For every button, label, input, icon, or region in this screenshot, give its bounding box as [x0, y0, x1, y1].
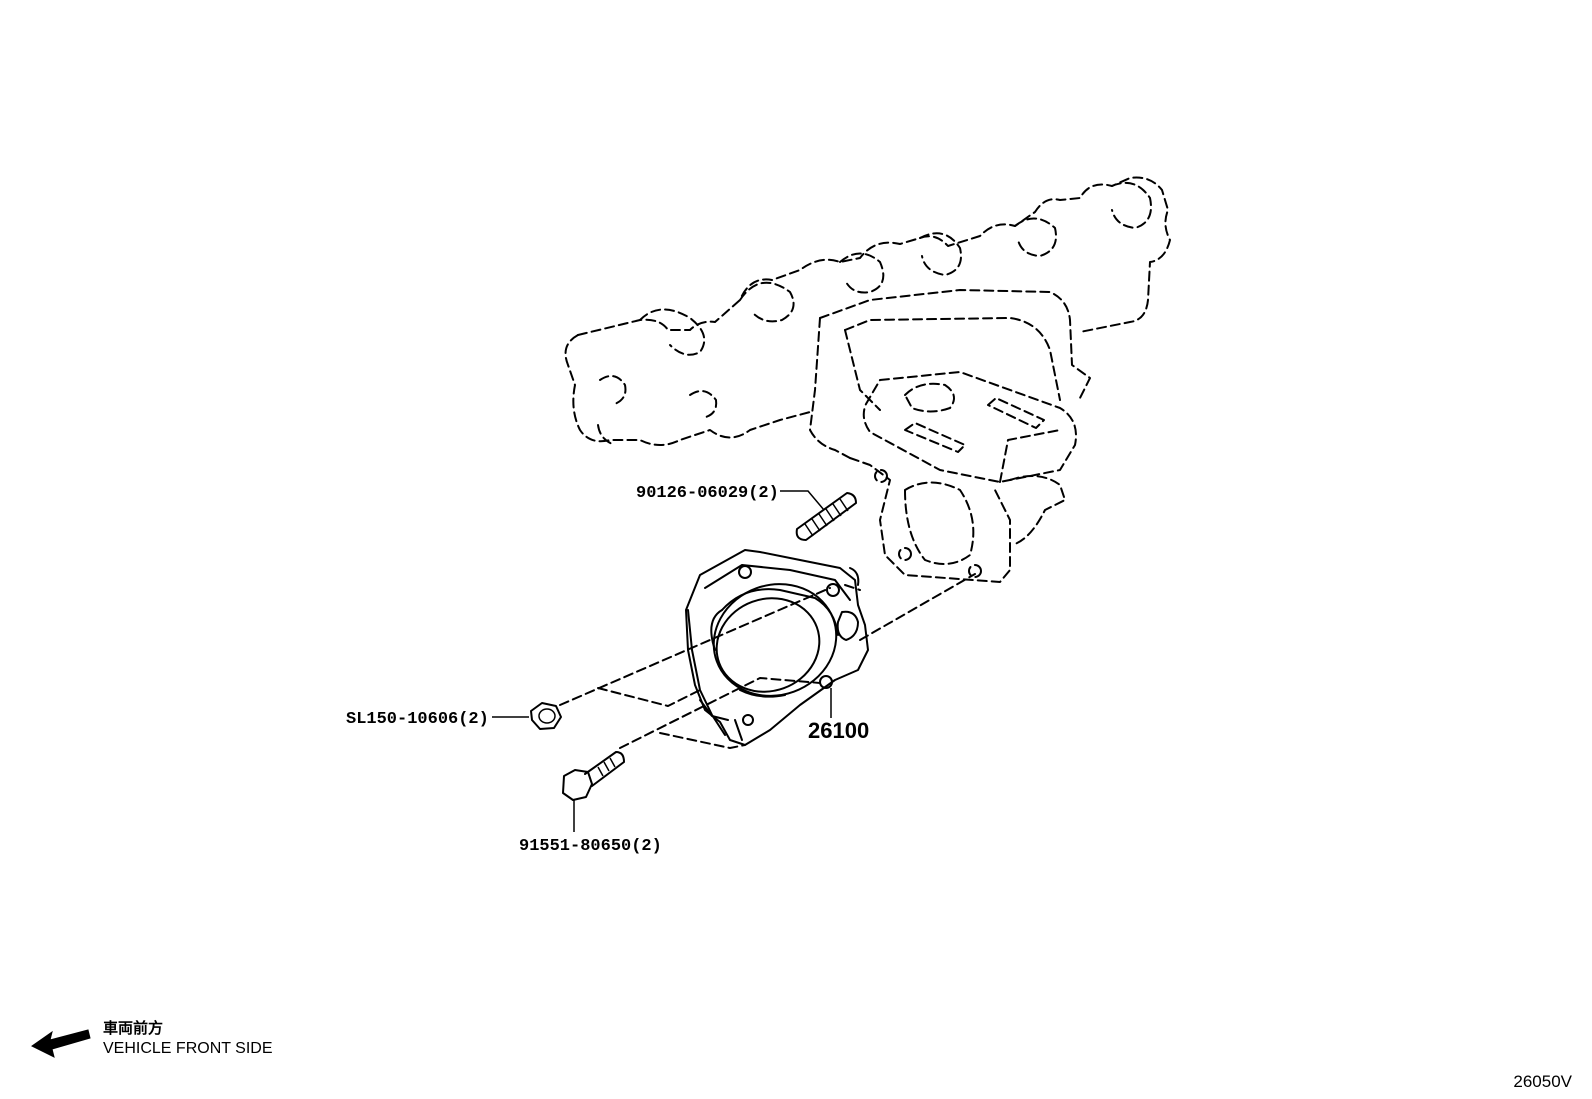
callout-flange-bolt: 91551-80650(2): [519, 837, 662, 856]
nut-part: [530, 702, 562, 730]
callout-throttle-body: 26100: [808, 718, 869, 743]
intake-manifold-outline: [564, 176, 1171, 583]
callout-nut: SL150-10606(2): [346, 710, 489, 729]
legend-direction-en: VEHICLE FRONT SIDE: [103, 1040, 273, 1057]
leader-lines: [492, 490, 832, 832]
arrow-left-icon: [31, 1029, 91, 1058]
flange-bolt-part: [562, 751, 625, 801]
legend-direction-jp: 車両前方: [103, 1019, 164, 1037]
assembly-lines: [559, 573, 976, 749]
stud-bolt-part: [795, 492, 857, 541]
throttle-body-26100: [685, 549, 869, 746]
drawing-id: 26050V: [1513, 1072, 1572, 1091]
callout-stud-bolt: 90126-06029(2): [636, 484, 779, 503]
